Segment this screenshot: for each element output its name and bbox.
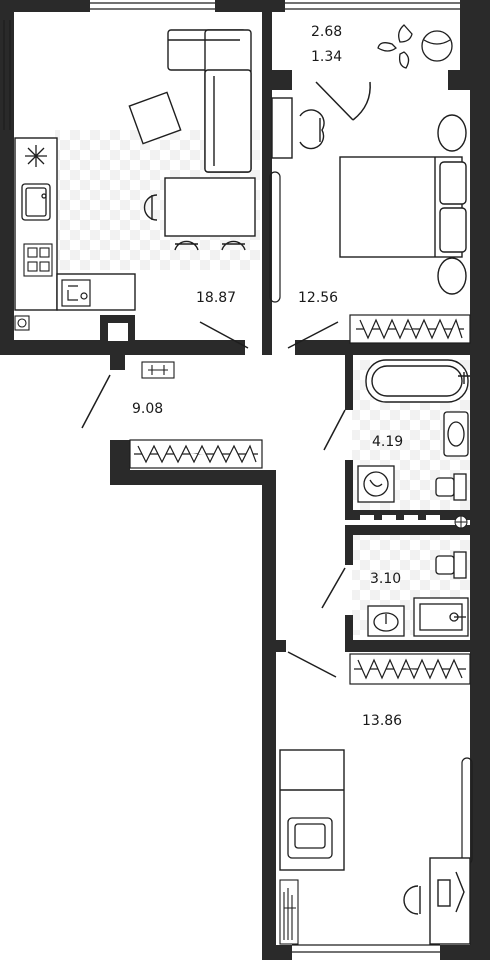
- radiator-icon: [141, 361, 175, 379]
- bedroom-area: 12.56: [298, 290, 338, 306]
- fridge-icon: [25, 145, 47, 167]
- balcony-area-reduced: 1.34: [311, 49, 342, 65]
- sink-icon: [21, 183, 51, 221]
- wardrobe-icon: [129, 439, 263, 469]
- toilet-icon: [435, 473, 467, 501]
- kitchen-counter: [14, 137, 136, 311]
- chair-icon: [403, 885, 421, 915]
- chair-icon: [143, 194, 246, 251]
- sofa-icon: [167, 29, 252, 173]
- windows: [3, 2, 460, 953]
- bookshelf-icon: [279, 879, 299, 945]
- living-kitchen-area: 18.87: [196, 290, 236, 306]
- hob-icon: [23, 243, 53, 277]
- sink-icon: [443, 411, 469, 457]
- wardrobe-icon: [349, 314, 471, 344]
- nightstand-icon: [437, 114, 467, 295]
- desk-icon: [429, 857, 471, 945]
- radiator-icon: [269, 171, 281, 303]
- sink-icon: [367, 605, 405, 637]
- shower-icon: [413, 597, 469, 637]
- pillow-icon: [439, 161, 467, 253]
- bathroom-area: 4.19: [372, 434, 403, 450]
- chair-icon: [299, 109, 325, 150]
- doors: [81, 81, 371, 678]
- room2-area: 13.86: [362, 713, 402, 729]
- armchair-icon: [287, 817, 333, 859]
- wc-area: 3.10: [370, 571, 401, 587]
- wardrobe-icon: [349, 653, 471, 685]
- dining-table-icon: [164, 177, 256, 237]
- ventilation-blocks: [360, 515, 440, 525]
- hallway-area: 9.08: [132, 401, 163, 417]
- balcony-area-total: 2.68: [311, 24, 342, 40]
- washing-machine-icon: [357, 465, 395, 503]
- armchair-icon: [128, 91, 182, 145]
- desk-icon: [271, 97, 293, 159]
- riser-icon: [454, 515, 468, 529]
- washing-machine-icon: [61, 279, 91, 307]
- toilet-icon: [435, 551, 467, 579]
- bathtub-icon: [365, 359, 470, 403]
- flower-icon: [377, 24, 453, 69]
- boiler-icon: [14, 315, 30, 331]
